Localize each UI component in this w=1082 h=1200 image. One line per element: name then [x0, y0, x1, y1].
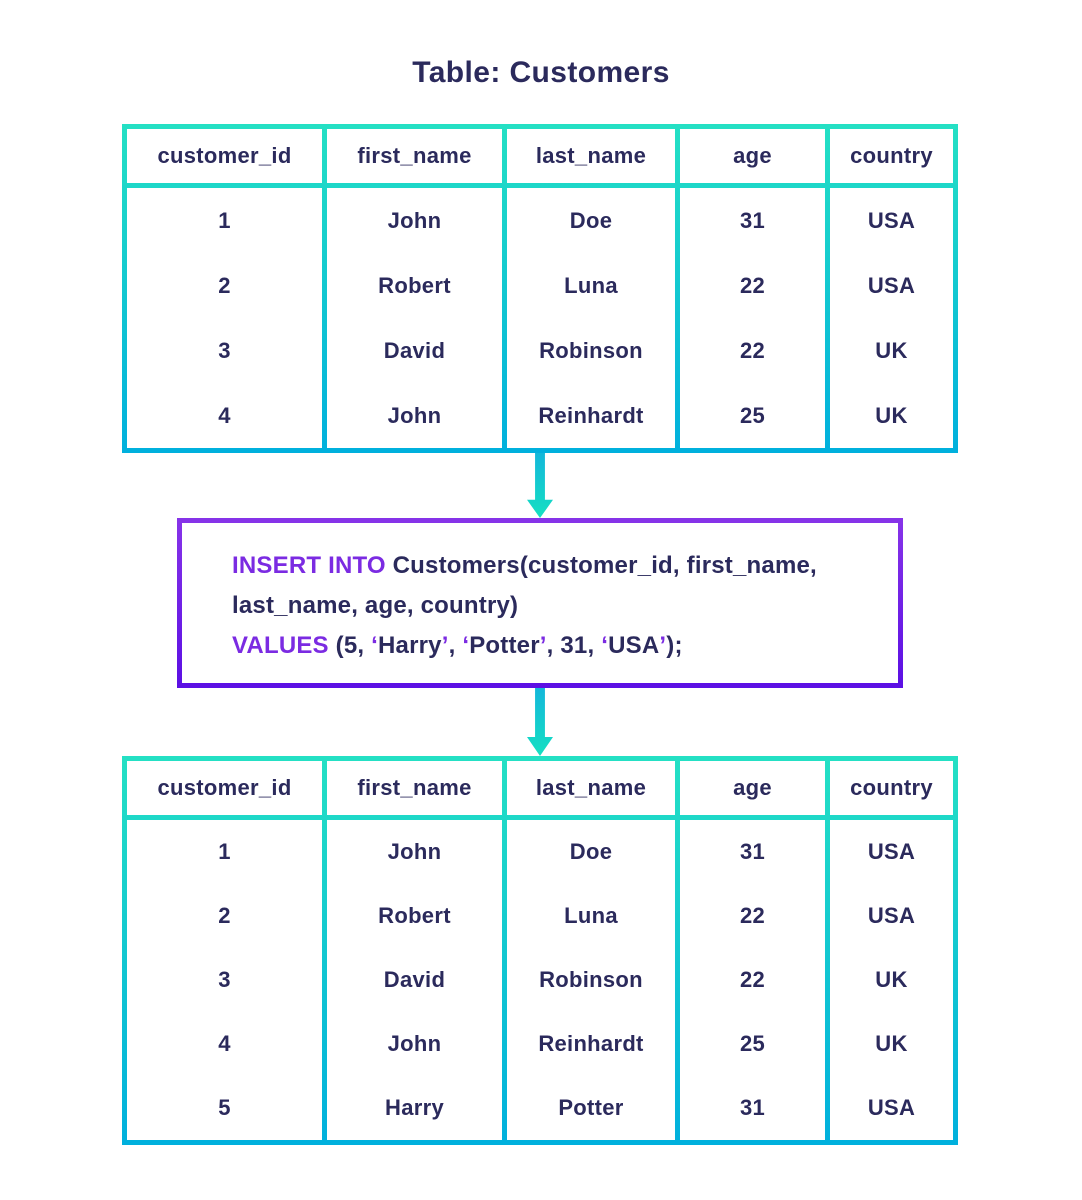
table-cell: UK	[830, 383, 953, 448]
sql-text: );	[666, 632, 683, 659]
table-cell: USA	[830, 1076, 953, 1140]
table-cell: John	[327, 383, 502, 448]
column-header-customer-id: customer_id	[127, 129, 322, 188]
table-cell: 31	[680, 188, 825, 253]
table-cell: UK	[830, 1012, 953, 1076]
sql-text: , 31,	[546, 632, 602, 659]
table-cell: 4	[127, 1012, 322, 1076]
sql-quote: ‘	[462, 632, 470, 659]
table-cell: Reinhardt	[507, 1012, 675, 1076]
column-header-country: country	[830, 761, 953, 820]
table-cell: USA	[830, 188, 953, 253]
table-cell: Doe	[507, 820, 675, 884]
sql-line: INSERT INTO Customers(customer_id, first…	[232, 546, 883, 586]
table-cell: UK	[830, 318, 953, 383]
table-cell: 22	[680, 318, 825, 383]
table-cell: 25	[680, 383, 825, 448]
sql-line: last_name, age, country)	[232, 586, 883, 626]
table-cell: 1	[127, 188, 322, 253]
table-cell: USA	[830, 253, 953, 318]
table-cell: Robinson	[507, 948, 675, 1012]
table-cell: 5	[127, 1076, 322, 1140]
table-cell: Reinhardt	[507, 383, 675, 448]
table-cell: UK	[830, 948, 953, 1012]
table-cell: 22	[680, 253, 825, 318]
column-header-age: age	[680, 761, 825, 820]
table-cell: 3	[127, 318, 322, 383]
arrow-down-icon	[527, 453, 553, 518]
sql-text: Customers(customer_id, first_name,	[385, 552, 817, 579]
sql-keyword: VALUES	[232, 632, 329, 659]
customers-table-before: customer_id first_name last_name age cou…	[122, 124, 958, 453]
diagram-title: Table: Customers	[412, 56, 670, 89]
column-header-country: country	[830, 129, 953, 188]
sql-quote: ‘	[371, 632, 378, 659]
sql-statement-box: INSERT INTO Customers(customer_id, first…	[177, 518, 903, 688]
table-cell: USA	[830, 820, 953, 884]
table-cell: 31	[680, 1076, 825, 1140]
customers-table-after: customer_id first_name last_name age cou…	[122, 756, 958, 1145]
table-cell: 25	[680, 1012, 825, 1076]
sql-text: ,	[448, 632, 463, 659]
arrow-down-icon	[527, 688, 553, 756]
table-cell: Doe	[507, 188, 675, 253]
sql-text: Harry	[378, 632, 442, 659]
column-header-customer-id: customer_id	[127, 761, 322, 820]
table-cell: 31	[680, 820, 825, 884]
table-cell: Luna	[507, 884, 675, 948]
sql-text: Potter	[469, 632, 540, 659]
column-header-last-name: last_name	[507, 761, 675, 820]
table-cell: 2	[127, 253, 322, 318]
table-cell: Robinson	[507, 318, 675, 383]
table-cell: 2	[127, 884, 322, 948]
table-cell: 1	[127, 820, 322, 884]
table-cell: John	[327, 820, 502, 884]
column-header-first-name: first_name	[327, 761, 502, 820]
table-cell: 3	[127, 948, 322, 1012]
sql-quote: ’	[659, 632, 667, 659]
column-header-last-name: last_name	[507, 129, 675, 188]
sql-quote: ’	[539, 632, 547, 659]
table-cell: Potter	[507, 1076, 675, 1140]
table-cell: Harry	[327, 1076, 502, 1140]
table-cell: David	[327, 318, 502, 383]
table-cell: 4	[127, 383, 322, 448]
table-cell: 22	[680, 948, 825, 1012]
sql-keyword: INSERT INTO	[232, 552, 386, 579]
table-cell: John	[327, 188, 502, 253]
sql-text: USA	[608, 632, 660, 659]
table-cell: Luna	[507, 253, 675, 318]
table-cell: David	[327, 948, 502, 1012]
sql-line: VALUES (5, ‘Harry’, ‘Potter’, 31, ‘USA’)…	[232, 626, 883, 666]
sql-quote: ‘	[601, 632, 609, 659]
sql-quote: ’	[441, 632, 449, 659]
column-header-age: age	[680, 129, 825, 188]
sql-text: last_name, age, country)	[232, 592, 519, 619]
table-cell: USA	[830, 884, 953, 948]
table-cell: 22	[680, 884, 825, 948]
table-cell: Robert	[327, 884, 502, 948]
table-cell: John	[327, 1012, 502, 1076]
column-header-first-name: first_name	[327, 129, 502, 188]
table-cell: Robert	[327, 253, 502, 318]
sql-text: (5,	[328, 632, 372, 659]
